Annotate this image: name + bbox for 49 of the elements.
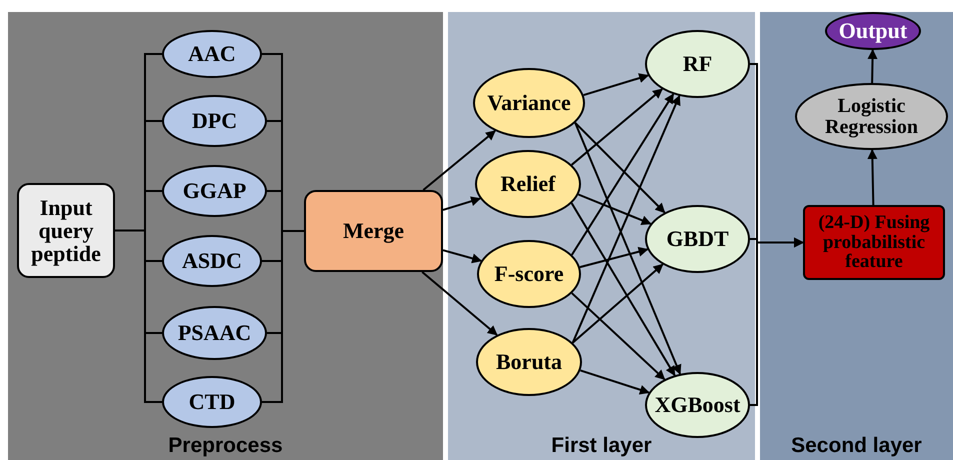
node-label: XGBoost: [654, 393, 740, 417]
arrow: [570, 202, 676, 376]
arrow: [867, 149, 878, 206]
panel-title: Second layer: [790, 434, 923, 458]
arrow: [574, 122, 682, 375]
classifier-ellipse: [645, 205, 750, 273]
connector-line: [262, 230, 304, 403]
node-label: (24-D) Fusing probabilistic feature: [817, 212, 931, 272]
arrow: [578, 194, 652, 226]
node-label: Input query peptide: [30, 196, 102, 266]
arrow: [750, 238, 804, 406]
arrow: [574, 122, 666, 214]
node-label: GBDT: [666, 227, 729, 251]
node-label: Output: [838, 19, 908, 43]
node-label: Relief: [500, 172, 556, 196]
connector-line: [115, 230, 162, 403]
panel-title: First layer: [550, 434, 653, 458]
preprocess-panel: [8, 12, 443, 460]
node-label: RF: [682, 52, 712, 76]
arrow: [571, 88, 663, 166]
arrow: [442, 196, 482, 211]
arrow: [422, 130, 496, 191]
input-box: [17, 183, 115, 278]
fusion-box: [803, 205, 945, 280]
node-label: PSAAC: [178, 321, 252, 345]
node-label: Variance: [487, 91, 571, 115]
arrow: [572, 264, 664, 344]
arrow: [868, 49, 878, 84]
node-label: Boruta: [496, 350, 562, 374]
node-label: Merge: [342, 219, 404, 243]
merge-box: [304, 190, 443, 272]
panel-title: Preprocess: [167, 434, 284, 458]
arrow: [571, 292, 666, 380]
node-label: DPC: [192, 109, 238, 133]
arrow: [422, 271, 498, 336]
arrow: [572, 94, 680, 344]
node-label: F-score: [494, 262, 564, 286]
node-label: ASDC: [182, 249, 242, 273]
arrow: [580, 369, 650, 395]
arrow: [571, 93, 674, 256]
arrow: [583, 73, 650, 96]
second-layer-panel: [760, 12, 953, 460]
first-layer-panel: [448, 12, 755, 460]
node-label: Logistic Regression: [824, 96, 919, 138]
node-label: GGAP: [182, 179, 246, 203]
arrow: [580, 246, 648, 268]
node-label: AAC: [188, 42, 236, 66]
node-label: CTD: [188, 390, 236, 414]
arrow: [442, 249, 482, 264]
